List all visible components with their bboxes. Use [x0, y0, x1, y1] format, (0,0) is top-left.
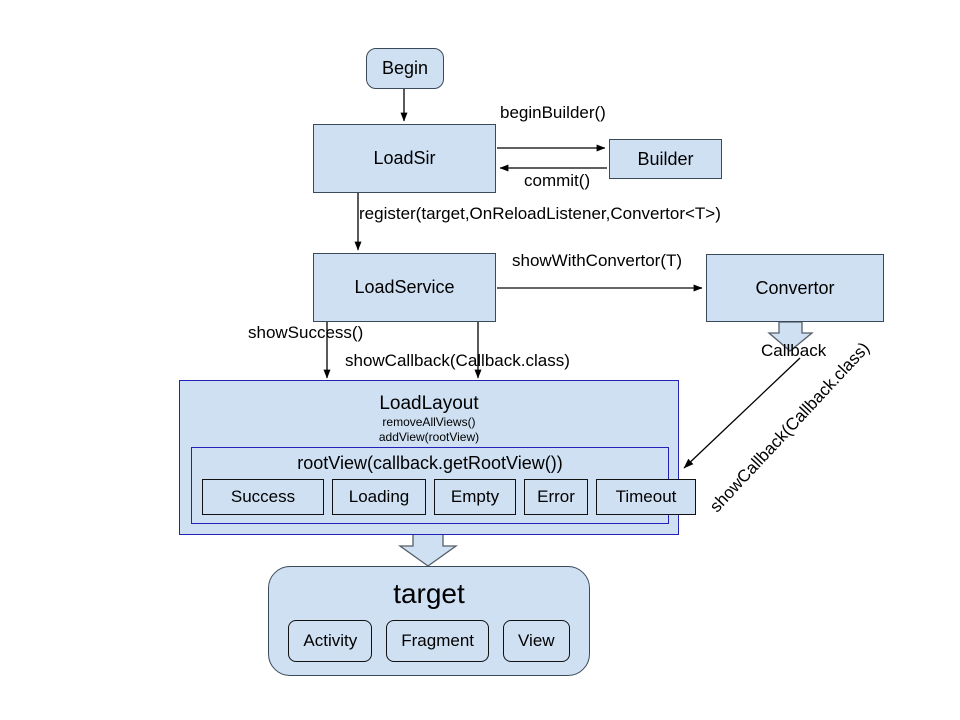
state-button-timeout[interactable]: Timeout [596, 478, 696, 515]
node-builder[interactable]: Builder [609, 139, 722, 179]
node-target[interactable]: target Activity Fragment View [268, 566, 590, 676]
state-button-error[interactable]: Error [524, 478, 588, 515]
edge-label-show-with-convertor: showWithConvertor(T) [512, 251, 683, 270]
node-begin-label: Begin [381, 58, 429, 78]
node-target-title: target [393, 578, 465, 609]
node-rootview[interactable]: rootView(callback.getRootView()) Success… [191, 447, 696, 524]
target-child-fragment-label: Fragment [401, 630, 475, 650]
state-button-loading-label: Loading [348, 486, 410, 506]
state-button-empty[interactable]: Empty [434, 478, 516, 515]
state-button-row: Success Loading Empty Error Timeout [192, 478, 696, 515]
target-children-row: Activity Fragment View [269, 619, 589, 662]
target-child-view[interactable]: View [503, 619, 570, 662]
node-builder-label: Builder [637, 148, 694, 169]
node-loadlayout-sub-2: addView(rootView) [378, 429, 480, 444]
edge-label-callback: Callback [761, 341, 827, 360]
state-button-error-label: Error [537, 486, 575, 506]
state-button-success[interactable]: Success [202, 478, 324, 515]
edge-label-show-success: showSuccess() [248, 323, 364, 342]
state-button-loading[interactable]: Loading [332, 478, 426, 515]
block-arrow-loadlayout-to-target [397, 531, 459, 567]
target-child-fragment[interactable]: Fragment [386, 619, 490, 662]
state-button-empty-label: Empty [450, 486, 500, 506]
state-button-timeout-label: Timeout [615, 486, 677, 506]
node-loadlayout[interactable]: LoadLayout removeAllViews() addView(root… [179, 380, 696, 535]
node-loadservice-label: LoadService [354, 277, 455, 297]
edge-label-show-callback: showCallback(Callback.class) [345, 351, 570, 370]
edge-label-begin-builder: beginBuilder() [500, 103, 606, 122]
target-child-view-label: View [518, 630, 555, 650]
node-rootview-title: rootView(callback.getRootView()) [297, 453, 563, 473]
node-loadsir-label: LoadSir [373, 148, 436, 168]
node-convertor[interactable]: Convertor [706, 254, 884, 322]
target-child-activity-label: Activity [303, 630, 358, 650]
block-arrow-convertor-to-callback [767, 321, 814, 352]
node-loadlayout-sub-1: removeAllViews() [382, 414, 476, 429]
node-begin[interactable]: Begin [366, 48, 444, 89]
node-convertor-label: Convertor [755, 277, 835, 298]
edge-callback-to-rootview [683, 357, 801, 469]
target-child-activity[interactable]: Activity [288, 619, 373, 662]
edge-label-register: register(target,OnReloadListener,Convert… [359, 204, 721, 223]
node-loadservice[interactable]: LoadService [313, 253, 496, 322]
node-loadsir[interactable]: LoadSir [313, 124, 496, 193]
edge-label-commit: commit() [524, 171, 591, 190]
node-loadlayout-title: LoadLayout [379, 393, 479, 414]
state-button-success-label: Success [230, 486, 296, 506]
